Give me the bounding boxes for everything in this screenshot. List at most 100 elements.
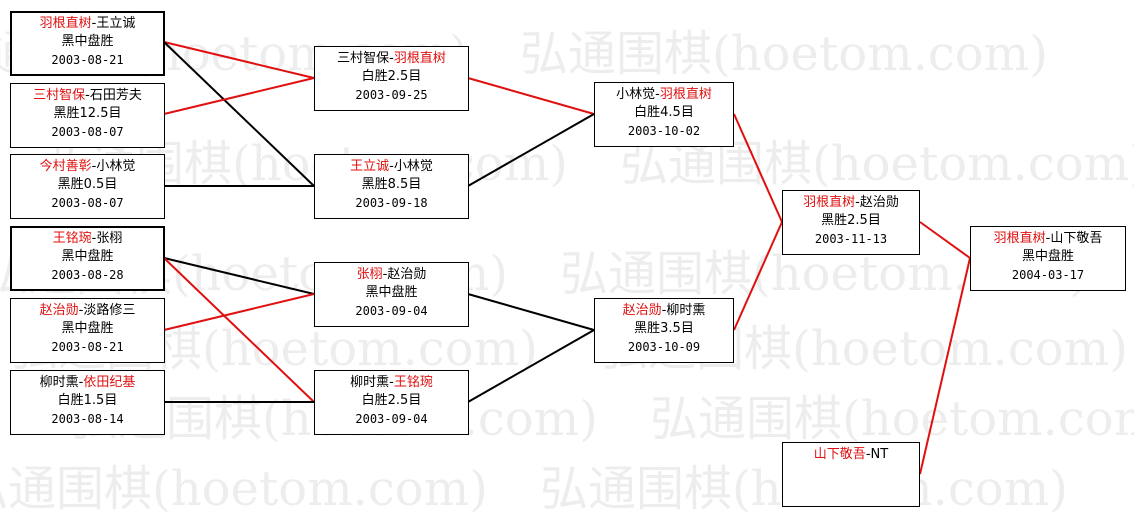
player-name: 山下敬吾 [1050,231,1103,246]
match-date: 2003-08-07 [51,196,124,210]
match-box: 羽根直树-王立诚 黑中盘胜 2003-08-21 [10,11,165,76]
bracket-line [467,293,595,331]
match-box: 小林觉-羽根直树 白胜4.5目 2003-10-02 [594,82,734,147]
player-name: 张栩 [96,231,123,246]
player-name: 三村智保 [33,88,86,103]
bracket-line [163,77,315,115]
match-players: 王立诚-小林觉 [350,159,433,174]
player-name: 赵治勋 [39,303,79,318]
player-name: 小林觉 [393,159,433,174]
match-players: 王铭琬-张栩 [52,231,123,246]
match-box: 赵治勋-柳时熏 黑胜3.5目 2003-10-09 [594,298,734,363]
player-name: 王铭琬 [393,375,433,390]
match-box: 山下敬吾-NT [782,442,920,507]
match-result: 白胜1.5目 [57,393,118,408]
player-name: 羽根直树 [659,87,712,102]
bracket-line [467,113,595,187]
match-box: 三村智保-羽根直树 白胜2.5目 2003-09-25 [314,46,469,111]
player-name: 石田芳夫 [89,88,142,103]
match-players: 三村智保-羽根直树 [337,51,446,66]
watermark-text: 弘通围棋(hoetom.com) [520,26,1048,82]
player-name: 柳时熏 [39,375,79,390]
match-result: 黑胜3.5目 [634,321,694,336]
match-date: 2003-10-09 [627,340,701,354]
match-result: 白胜2.5目 [361,69,422,84]
player-name: 山下敬吾 [813,447,866,462]
player-name: 柳时熏 [350,375,390,390]
player-name: 赵治勋 [859,195,899,210]
player-name: 依田纪基 [83,375,136,390]
match-date: 2003-09-25 [355,88,428,102]
match-date: 2003-08-07 [51,125,124,139]
match-result: 黑胜8.5目 [361,177,422,192]
match-result: 黑中盘胜 [61,34,114,49]
match-box: 柳时熏-依田纪基 白胜1.5目 2003-08-14 [10,370,165,435]
match-box: 王立诚-小林觉 黑胜8.5目 2003-09-18 [314,154,469,219]
watermark-text: 弘通围棋(hoetom.com) [650,391,1134,447]
match-date: 2003-08-14 [51,412,124,426]
bracket-line [163,257,315,403]
bracket-line [919,221,971,259]
match-result: 黑中盘胜 [365,285,418,300]
match-date: 2003-09-04 [355,304,428,318]
match-box: 三村智保-石田芳夫 黑胜12.5目 2003-08-07 [10,83,165,148]
match-result: 黑中盘胜 [61,249,114,264]
match-box: 张栩-赵治勋 黑中盘胜 2003-09-04 [314,262,469,327]
match-date: 2003-08-21 [51,53,124,67]
player-name: 王立诚 [96,16,136,31]
bracket-line [733,113,783,223]
player-name: 王铭琬 [52,231,92,246]
match-date: 2003-09-04 [355,412,428,426]
player-name: NT [870,447,889,462]
match-result: 黑中盘胜 [1021,249,1074,264]
match-result: 黑胜0.5目 [57,177,118,192]
bracket-line [733,221,783,331]
match-players: 山下敬吾-NT [813,447,889,462]
match-players: 今村善彰-小林觉 [39,159,136,174]
match-date: 2003-08-21 [51,340,124,354]
match-box: 王铭琬-张栩 黑中盘胜 2003-08-28 [10,226,165,291]
match-result: 黑胜12.5目 [53,106,122,121]
match-players: 小林觉-羽根直树 [616,87,712,102]
match-date: 2004-03-17 [1011,268,1085,282]
match-box: 柳时熏-王铭琬 白胜2.5目 2003-09-04 [314,370,469,435]
match-players: 张栩-赵治勋 [356,267,427,282]
match-result: 黑胜2.5目 [821,213,881,228]
player-name: 羽根直树 [993,231,1046,246]
player-name: 小林觉 [616,87,656,102]
watermark-text: 弘通围棋(hoetom.com) [0,461,488,517]
match-box: 赵治勋-淡路修三 黑中盘胜 2003-08-21 [10,298,165,363]
match-box: 羽根直树-赵治勋 黑胜2.5目 2003-11-13 [782,190,920,255]
match-players: 三村智保-石田芳夫 [33,88,142,103]
player-name: 今村善彰 [39,159,92,174]
match-box: 今村善彰-小林觉 黑胜0.5目 2003-08-07 [10,154,165,219]
player-name: 赵治勋 [387,267,427,282]
player-name: 羽根直树 [803,195,856,210]
bracket-line [163,41,315,79]
match-result: 黑中盘胜 [61,321,114,336]
match-players: 赵治勋-柳时熏 [622,303,706,318]
match-players: 羽根直树-王立诚 [39,16,136,31]
player-name: 小林觉 [96,159,136,174]
player-name: 柳时熏 [666,303,706,318]
player-name: 三村智保 [337,51,390,66]
match-players: 羽根直树-赵治勋 [803,195,899,210]
match-result: 白胜2.5目 [361,393,422,408]
bracket-line [163,41,315,187]
match-date: 2003-10-02 [627,124,701,138]
bracket-line [919,257,971,475]
player-name: 羽根直树 [39,16,92,31]
match-players: 赵治勋-淡路修三 [39,303,136,318]
final-match-box: 羽根直树-山下敬吾 黑中盘胜 2004-03-17 [970,226,1126,291]
match-result: 白胜4.5目 [634,105,694,120]
match-players: 柳时熏-依田纪基 [39,375,136,390]
match-date: 2003-09-18 [355,196,428,210]
match-date: 2003-11-13 [814,232,888,246]
player-name: 王立诚 [350,159,390,174]
player-name: 羽根直树 [393,51,446,66]
bracket-line [467,329,595,403]
bracket-line [163,257,315,295]
bracket-line [467,77,595,115]
